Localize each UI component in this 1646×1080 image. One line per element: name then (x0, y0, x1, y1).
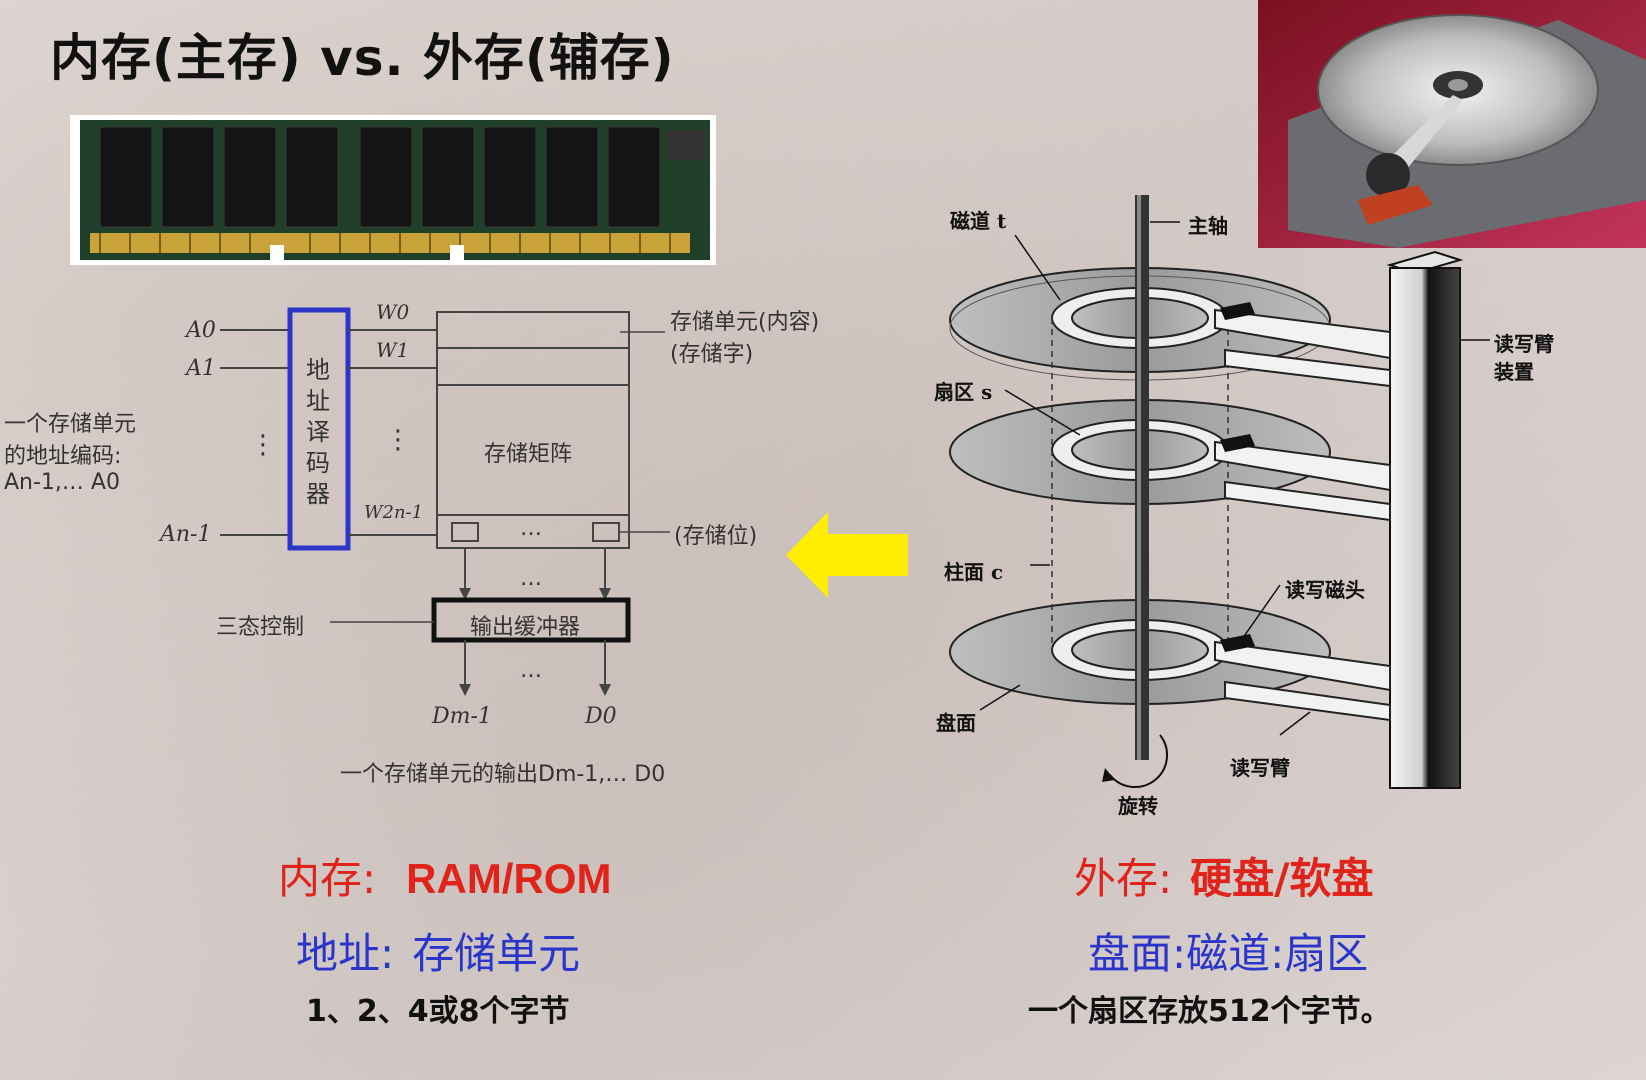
output-caption: 一个存储单元的输出Dm-1,… D0 (340, 762, 666, 787)
internal-memory-heading: 内存: RAM/ROM (278, 845, 611, 906)
sector-size-line: 一个扇区存放512个字节。 (1028, 994, 1391, 1029)
yellow-left-arrow-icon (786, 512, 908, 598)
addr-vdots: ⋮ (250, 430, 276, 460)
address-prefix: 地址: (296, 929, 395, 978)
platter-label: 盘面 (936, 711, 976, 735)
disk-hierarchy-line: 盘面:磁道:扇区 (1088, 929, 1369, 978)
storage-cell-label: 存储单元(内容) (670, 310, 820, 335)
addr-caption-line2: 的地址编码: (4, 444, 122, 469)
external-memory-prefix: 外存: (1074, 854, 1173, 903)
internal-memory-types: RAM/ROM (406, 855, 612, 902)
word-line-w1: W1 (376, 338, 410, 362)
addr-line-a1: A1 (186, 356, 216, 381)
addr-caption-line1: 一个存储单元 (4, 412, 137, 437)
address-unit-line: 地址: 存储单元 (296, 920, 580, 981)
matrix-dots: … (520, 516, 542, 541)
word-vdots: ⋮ (385, 425, 411, 455)
slide-title: 内存(主存) vs. 外存(辅存) (50, 29, 675, 87)
storage-bit-label: (存储位) (674, 524, 758, 549)
cylinder-label: 柱面 c (944, 560, 1004, 584)
address-unit-value: 存储单元 (412, 929, 581, 978)
spindle-label: 主轴 (1188, 214, 1228, 238)
memory-structure-diagram (220, 307, 670, 696)
rotation-label: 旋转 (1118, 794, 1158, 818)
sector-label: 扇区 s (934, 380, 993, 404)
track-label: 磁道 t (950, 209, 1007, 233)
buffer-input-dots: … (520, 566, 542, 591)
hard-disk-photo (1258, 0, 1646, 248)
output-dots: … (520, 658, 542, 683)
word-size-line: 1、2、4或8个字节 (306, 994, 570, 1029)
output-line-d0: D0 (585, 704, 617, 729)
read-write-head-label: 读写磁头 (1285, 578, 1365, 602)
addr-line-a0: A0 (186, 318, 216, 343)
read-write-arm-label: 读写臂 (1230, 756, 1290, 780)
output-buffer-label: 输出缓冲器 (470, 615, 581, 640)
internal-memory-prefix: 内存: (278, 854, 377, 903)
word-line-w0: W0 (376, 300, 410, 324)
address-decoder-label: 地址译码器 (306, 356, 330, 508)
memory-module-photo (70, 115, 716, 265)
disk-structure-diagram (949, 195, 1490, 789)
external-memory-types: 硬盘/软盘 (1190, 854, 1374, 903)
word-line-wn: W2n-1 (364, 502, 424, 523)
addr-caption-line3: An-1,… A0 (4, 470, 120, 495)
output-line-dm-1: Dm-1 (432, 704, 492, 729)
arm-assembly-label: 读写臂装置 (1494, 332, 1554, 384)
addr-line-an-1: An-1 (160, 522, 212, 547)
external-memory-heading: 外存: 硬盘/软盘 (1074, 845, 1374, 906)
storage-word-label: (存储字) (670, 342, 754, 367)
tri-state-control-label: 三态控制 (216, 615, 305, 640)
storage-matrix-label: 存储矩阵 (484, 442, 573, 467)
